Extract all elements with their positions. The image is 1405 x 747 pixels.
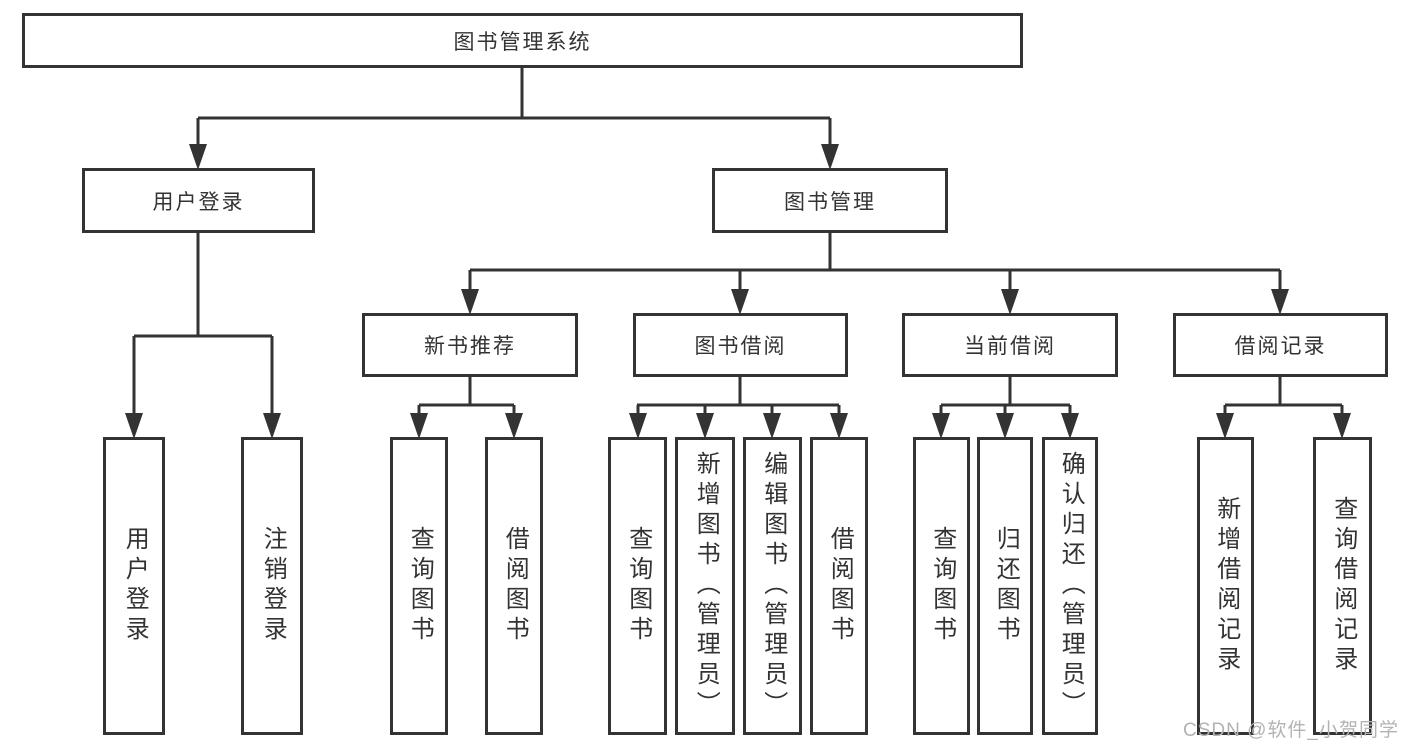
node-root-label: 图书管理系统 (453, 30, 592, 54)
node-section-book-borrow-label: 图书借阅 (694, 335, 787, 358)
arrowhead-icon (461, 289, 479, 315)
node-leaf-current-query-label: 查询图书 (928, 526, 956, 646)
node-leaf-add-book-admin: 新增图书（管理员） (675, 437, 735, 735)
node-section-current-borrow: 当前借阅 (902, 313, 1118, 377)
node-leaf-borrow-book-label: 借阅图书 (826, 526, 854, 646)
node-leaf-edit-book-admin: 编辑图书（管理员） (743, 437, 802, 735)
node-book-mgmt-label: 图书管理 (784, 190, 876, 214)
watermark: CSDN @软件_小贺同学 (1183, 720, 1399, 741)
arrowhead-icon (505, 413, 523, 439)
arrowhead-icon (996, 413, 1014, 439)
arrowhead-icon (1061, 413, 1079, 439)
node-leaf-user-login: 用户登录 (103, 437, 165, 735)
node-section-book-borrow: 图书借阅 (633, 313, 848, 377)
node-leaf-borrow-query: 查询图书 (608, 437, 667, 735)
node-leaf-query-record-label: 查询借阅记录 (1329, 496, 1357, 676)
node-user-login: 用户登录 (82, 168, 315, 233)
node-leaf-user-login-label: 用户登录 (121, 526, 149, 646)
arrowhead-icon (263, 413, 281, 439)
arrowhead-icon (731, 289, 749, 315)
node-leaf-borrow-query-label: 查询图书 (624, 526, 652, 646)
node-leaf-add-record-label: 新增借阅记录 (1212, 496, 1240, 676)
node-leaf-borrow-book: 借阅图书 (810, 437, 868, 735)
arrowhead-icon (629, 413, 647, 439)
arrowhead-icon (410, 413, 428, 439)
node-book-mgmt: 图书管理 (712, 168, 948, 233)
node-leaf-query-record: 查询借阅记录 (1313, 437, 1372, 735)
node-user-login-label: 用户登录 (152, 190, 245, 214)
node-section-new-books-label: 新书推荐 (424, 335, 516, 358)
node-section-current-borrow-label: 当前借阅 (964, 335, 1056, 358)
node-leaf-confirm-return-admin-label: 确认归还（管理员） (1057, 451, 1085, 721)
arrowhead-icon (1216, 413, 1234, 439)
arrowheads (125, 144, 1351, 439)
node-leaf-logout: 注销登录 (241, 437, 303, 735)
arrowhead-icon (1271, 289, 1289, 315)
node-leaf-return-book-label: 归还图书 (992, 526, 1020, 646)
node-leaf-newbook-borrow-label: 借阅图书 (501, 526, 529, 646)
node-leaf-add-book-admin-label: 新增图书（管理员） (692, 451, 720, 721)
node-leaf-edit-book-admin-label: 编辑图书（管理员） (759, 451, 787, 721)
node-leaf-newbook-borrow: 借阅图书 (485, 437, 543, 735)
connector-trunks (132, 68, 1344, 415)
arrowhead-icon (821, 144, 839, 170)
arrowhead-icon (696, 413, 714, 439)
node-leaf-newbook-query-label: 查询图书 (406, 526, 434, 646)
arrowhead-icon (830, 413, 848, 439)
node-leaf-add-record: 新增借阅记录 (1197, 437, 1254, 735)
arrowhead-icon (1001, 289, 1019, 315)
node-section-new-books: 新书推荐 (362, 313, 578, 377)
node-leaf-confirm-return-admin: 确认归还（管理员） (1042, 437, 1098, 735)
node-leaf-current-query: 查询图书 (913, 437, 970, 735)
arrowhead-icon (932, 413, 950, 439)
node-leaf-logout-label: 注销登录 (259, 526, 287, 646)
node-leaf-return-book: 归还图书 (977, 437, 1033, 735)
arrowhead-icon (763, 413, 781, 439)
arrowhead-icon (189, 144, 207, 170)
node-leaf-newbook-query: 查询图书 (390, 437, 448, 735)
arrowhead-icon (1333, 413, 1351, 439)
node-root: 图书管理系统 (22, 13, 1023, 68)
node-section-borrow-records-label: 借阅记录 (1234, 335, 1327, 358)
node-section-borrow-records: 借阅记录 (1173, 313, 1388, 377)
arrowhead-icon (125, 413, 143, 439)
